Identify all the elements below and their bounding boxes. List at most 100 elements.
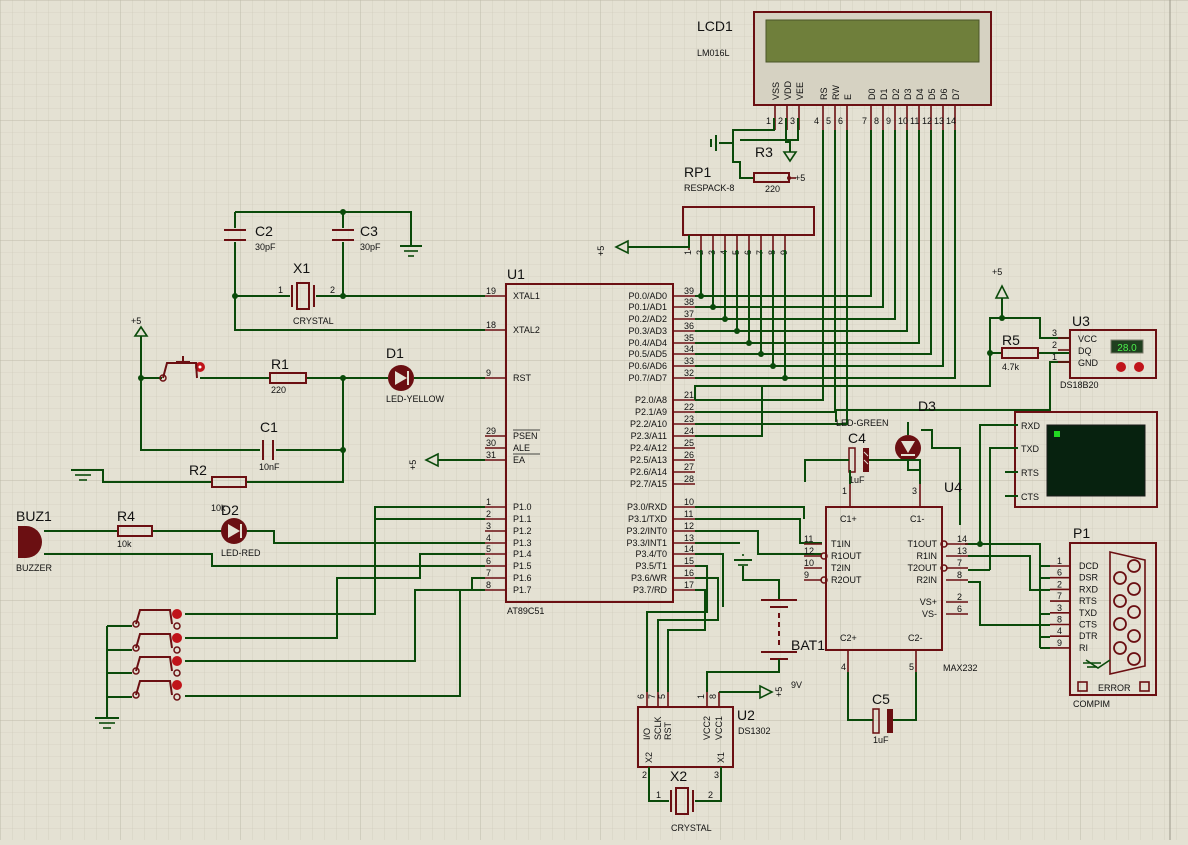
bat1-value: 9V [791,680,802,690]
u1-pin-label: P1.5 [513,561,532,571]
u1-pin-label: EA [513,455,525,465]
lcd1-pin-number: 6 [838,116,843,126]
u1-pin-number: 6 [486,556,491,566]
bat1[interactable]: BAT1 9V [706,554,825,692]
svg-text:RXD: RXD [1079,584,1099,594]
svg-text:2: 2 [957,592,962,602]
key-button[interactable] [172,680,182,690]
d1[interactable]: D1 LED-YELLOW [386,345,445,404]
c1-ref: C1 [260,419,278,435]
svg-text:DCD: DCD [1079,561,1099,571]
u1-pin-label: P0.7/AD7 [628,373,667,383]
c4[interactable]: C4 1uF [804,430,921,485]
c2[interactable]: C2 30pF [224,223,276,252]
u1-pin-number: 19 [486,286,496,296]
key-wires [95,518,485,729]
svg-text:3: 3 [912,486,917,496]
u3-down-button[interactable] [1116,362,1126,372]
buz1[interactable]: BUZ1 BUZZER [16,508,53,573]
lcd1-pin-number: 7 [862,116,867,126]
u1-pin-number: 34 [684,344,694,354]
u2[interactable]: U2 DS1302 6I/O7SCLK5RST1VCC28VCC1X22X13 … [636,684,784,780]
c3[interactable]: C3 30pF [332,223,381,252]
reset-button[interactable] [159,356,205,382]
svg-text:8: 8 [708,694,718,699]
reset-wires: +5 [71,316,485,483]
c5-value: 1uF [873,735,889,745]
lcd1-pin-label: E [843,94,853,100]
u1-pin-label: P0.2/AD2 [628,314,667,324]
x2[interactable]: 1 2 X2 CRYSTAL [648,767,722,833]
c1[interactable]: C1 10nF [259,419,280,472]
svg-text:7: 7 [1057,591,1062,601]
svg-text:1: 1 [1057,556,1062,566]
d3[interactable]: D3 LED-GREEN [836,398,961,525]
svg-text:3: 3 [1052,328,1057,338]
u1-pin-number: 28 [684,474,694,484]
u1-pin-number: 38 [684,297,694,307]
u1-pin-label: RST [513,373,532,383]
svg-text:VCC1: VCC1 [714,716,724,740]
u1-pin-label: P0.3/AD3 [628,326,667,336]
u1-pin-label: P2.5/A13 [630,455,667,465]
x1[interactable]: X1 1 2 CRYSTAL [278,260,335,326]
data-bus-wires [695,130,956,437]
u1-pin-number: 18 [486,320,496,330]
u1-pin-number: 8 [486,580,491,590]
key-button[interactable] [172,609,182,619]
u1-pin-label: P2.1/A9 [635,407,667,417]
svg-text:8: 8 [1057,615,1062,625]
rp1-power-label: +5 [596,246,606,256]
lcd1[interactable]: LCD1 LM016L VSS1VDD2VEE3RS4RW5E6D07D18D2… [697,11,992,130]
svg-text:SCLK: SCLK [653,716,663,740]
svg-text:2: 2 [1057,579,1062,589]
u1-pin-label: PSEN [513,431,538,441]
svg-text:VS+: VS+ [920,597,937,607]
u1-pin-number: 29 [486,426,496,436]
buz1-ref: BUZ1 [16,508,52,524]
u3-up-button[interactable] [1134,362,1144,372]
u1-pin-label: P3.7/RD [633,585,668,595]
u2-ref: U2 [737,707,755,723]
c2-ref: C2 [255,223,273,239]
d2[interactable]: D2 LED-RED [221,502,261,558]
u1-pin-number: 7 [486,568,491,578]
lcd1-pin-label: D5 [927,88,937,100]
r5[interactable]: R5 4.7k [1001,332,1039,372]
svg-text:T2OUT: T2OUT [907,563,937,573]
c5[interactable]: C5 1uF [847,672,917,745]
svg-text:5: 5 [909,662,914,672]
svg-text:TXD: TXD [1021,444,1040,454]
lcd1-pin-label: D4 [915,88,925,100]
svg-text:R2IN: R2IN [916,575,937,585]
r1[interactable]: R1 220 [269,356,307,395]
rp1-ref: RP1 [684,164,711,180]
u1-pin-label: P0.1/AD1 [628,302,667,312]
r3[interactable]: R3 220 +5 [753,144,805,194]
lcd1-pin-label: D7 [951,88,961,100]
d3-value: LED-GREEN [836,418,889,428]
svg-text:R2OUT: R2OUT [831,575,862,585]
u1-pin-label: P0.6/AD6 [628,361,667,371]
r2[interactable]: R2 10k [189,462,247,513]
u4-right-wires [968,543,1050,649]
svg-text:9: 9 [1057,638,1062,648]
svg-text:1: 1 [656,790,661,800]
svg-text:T1IN: T1IN [831,539,851,549]
key-button[interactable] [172,633,182,643]
r2-value: 10k [211,503,226,513]
terminal-cursor [1054,431,1060,437]
u1-value: AT89C51 [507,606,544,616]
x2-ref: X2 [670,768,687,784]
svg-text:9: 9 [804,570,809,580]
r4[interactable]: R4 10k [117,508,153,549]
key-button[interactable] [172,656,182,666]
